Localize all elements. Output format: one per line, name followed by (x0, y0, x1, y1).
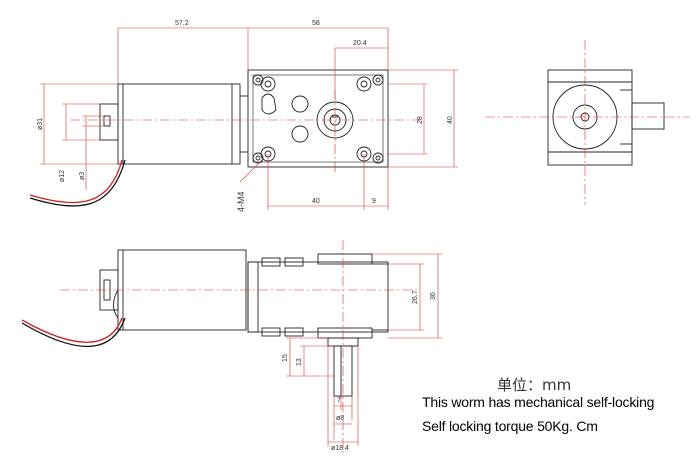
dim-shaft-13: 13 (296, 358, 303, 366)
dim-gearbox-length: 58 (312, 20, 320, 27)
front-view (21, 249, 389, 397)
dim-motor-length: 57.2 (175, 20, 189, 27)
dim-shaft-15: 15 (282, 354, 289, 362)
dim-shaft-dia: ø8 (336, 415, 344, 422)
units-label: 单位：mm (497, 376, 572, 394)
side-shaft (631, 102, 665, 130)
dim-hole-spacing-v: 28 (417, 116, 424, 124)
dim-flat-7: 7 (337, 397, 341, 404)
dim-edge-9: 9 (372, 198, 376, 205)
m4-hole (260, 76, 276, 92)
wire-black (29, 159, 126, 207)
gearbox-plate-top (247, 69, 389, 168)
dim-height-26-7: 26.7 (412, 290, 419, 304)
dim-thread: 4-M4 (236, 191, 246, 212)
dim-body-dia: ø31 (37, 118, 44, 130)
note-self-locking: This worm has mechanical self-locking (422, 394, 655, 410)
dim-dia-12: ø12 (59, 170, 66, 182)
dim-output-offset: 20.4 (353, 40, 367, 47)
motor-end-cap (99, 103, 119, 141)
dim-height-36: 36 (430, 292, 437, 300)
dim-dia-3: ø3 (79, 172, 86, 180)
wire-red (29, 159, 123, 204)
dim-hub-dia: ø18.4 (331, 445, 349, 452)
dim-hole-spacing-h: 40 (312, 198, 320, 205)
center-lines (60, 40, 690, 455)
note-torque: Self locking torque 50Kg. Cm (422, 418, 598, 434)
gearbox-front (247, 261, 389, 333)
dimension-labels: 57.2 58 20.4 28 40 40 9 ø31 ø12 ø3 4-M4 … (37, 20, 454, 452)
dimension-lines (40, 27, 458, 446)
motor-body-top (117, 83, 241, 165)
top-view (29, 69, 389, 207)
side-body (547, 69, 633, 166)
dim-box-height: 40 (447, 116, 454, 124)
side-view (547, 69, 665, 166)
output-shaft (333, 345, 353, 397)
